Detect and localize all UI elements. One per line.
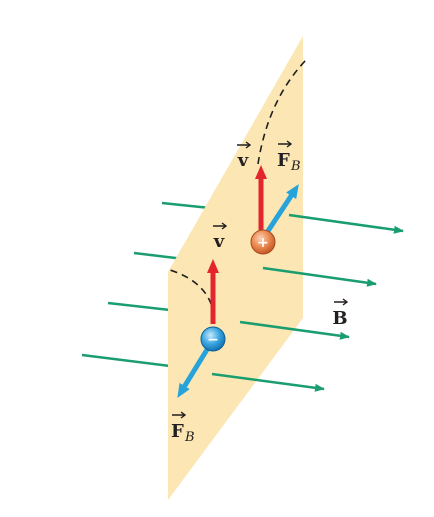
- label-v-top: v: [237, 141, 252, 171]
- vector-arrow-icon: [172, 411, 187, 419]
- negative-charge-sign: −: [207, 332, 219, 348]
- field-line-1-back: [161, 201, 211, 210]
- vector-arrow-icon: [278, 140, 293, 148]
- label-f-bottom-text: F: [171, 421, 184, 442]
- field-line-4-back: [81, 353, 171, 368]
- positive-charge-sign: +: [257, 235, 269, 251]
- label-b-field: B: [332, 298, 349, 329]
- field-line-1-arrow: [288, 213, 404, 234]
- field-line-2-back: [133, 251, 185, 261]
- vector-arrow-icon: [237, 141, 252, 149]
- field-line-3-arrow: [239, 320, 350, 340]
- plane: [168, 36, 303, 500]
- label-f-top-text: F: [277, 150, 290, 171]
- field-line-2-arrow: [262, 266, 377, 287]
- label-f-top: F B: [277, 140, 301, 174]
- field-line-3-back: [107, 301, 171, 312]
- label-f-bottom-subscript: B: [184, 430, 195, 445]
- label-f-bottom: F B: [171, 411, 195, 445]
- field-line-4-arrow: [211, 372, 325, 392]
- positive-charge-path: [257, 59, 307, 165]
- label-f-top-subscript: B: [290, 159, 301, 174]
- label-v-top-text: v: [237, 150, 249, 171]
- label-v-bottom: v: [213, 222, 228, 252]
- force-arrow-top: [263, 184, 299, 236]
- vector-arrow-icon: [213, 222, 228, 230]
- positive-charge: [250, 229, 276, 255]
- vector-arrow-icon: [334, 298, 349, 306]
- force-arrow-bottom: [177, 346, 211, 398]
- label-b-field-text: B: [332, 308, 347, 329]
- label-v-bottom-text: v: [213, 231, 225, 252]
- negative-charge: [200, 326, 226, 352]
